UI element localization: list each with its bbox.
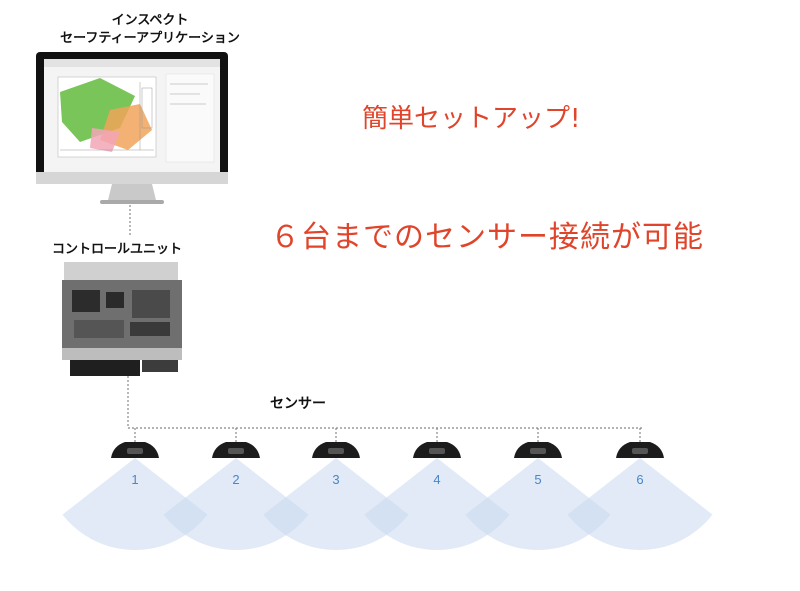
app-title-line2: セーフティーアプリケーション — [60, 31, 240, 46]
sensor-number-1: 1 — [131, 472, 138, 487]
sensor-number-5: 5 — [534, 472, 541, 487]
sensor-6 — [616, 442, 664, 458]
headline-six-sensors: ６台までのセンサー接続が可能 — [270, 220, 704, 255]
coverage-area-2 — [163, 458, 309, 550]
coverage-area-5 — [465, 458, 611, 550]
safety-zone-map — [57, 76, 157, 158]
sensor-3 — [312, 442, 360, 458]
monitor — [36, 52, 228, 204]
headline-easy-setup: 簡単セットアップ! — [362, 104, 581, 134]
coverage-area-4 — [364, 458, 510, 550]
app-title-line1: インスペクト — [111, 13, 189, 28]
sensor-4 — [413, 442, 461, 458]
sensor-2 — [212, 442, 260, 458]
coverage-area-1 — [62, 458, 208, 550]
sensor-array: 1 2 3 4 5 6 — [111, 428, 664, 487]
app-title: インスペクト セーフティーアプリケーション — [40, 12, 260, 48]
coverage-area-3 — [263, 458, 409, 550]
sensor-5 — [514, 442, 562, 458]
coverage-areas — [62, 458, 713, 550]
sensor-number-4: 4 — [433, 472, 440, 487]
sensor-number-2: 2 — [232, 472, 239, 487]
coverage-area-6 — [567, 458, 713, 550]
control-unit-label: コントロールユニット — [52, 242, 183, 257]
sensor-1 — [111, 442, 159, 458]
sensor-number-3: 3 — [332, 472, 339, 487]
sensor-bus-label: センサー — [270, 396, 326, 412]
sensor-number-6: 6 — [636, 472, 643, 487]
control-unit — [62, 262, 182, 376]
